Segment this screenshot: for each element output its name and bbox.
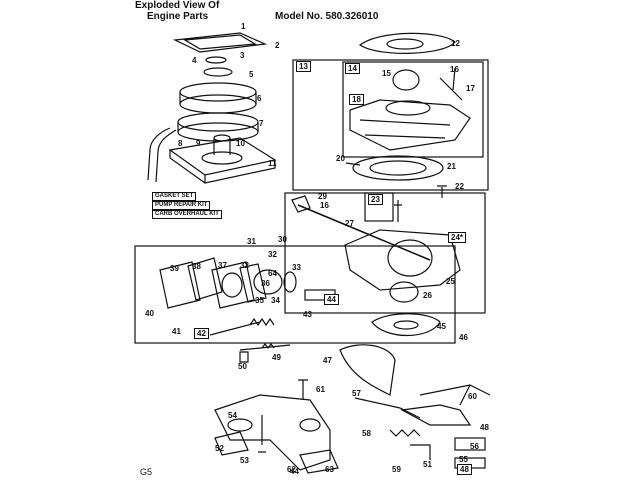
title-line-1: Exploded View Of [135, 0, 220, 11]
callout-44b: 44 [290, 467, 299, 476]
callout-4: 4 [192, 56, 197, 65]
callout-34: 34 [271, 296, 280, 305]
callout-52: 52 [215, 444, 224, 453]
callout-20: 20 [336, 154, 345, 163]
box-carb-lower [284, 192, 486, 314]
callout-53: 53 [240, 456, 249, 465]
callout-16b: 16 [320, 201, 329, 210]
callout-9: 9 [196, 139, 201, 148]
callout-8: 8 [178, 139, 183, 148]
precleaner [177, 112, 259, 132]
callout-10: 10 [236, 139, 245, 148]
model-number: Model No. 580.326010 [275, 11, 379, 22]
callout-24: 24* [448, 232, 467, 243]
callout-22: 22 [455, 182, 464, 191]
callout-23: 23 [368, 194, 383, 205]
callout-59: 59 [392, 465, 401, 474]
callout-51: 51 [423, 460, 432, 469]
air-cleaner-washer [203, 67, 233, 77]
wing-nut [205, 56, 227, 64]
carb-gasket-top [358, 32, 456, 54]
callout-27: 27 [345, 219, 354, 228]
intake-manifold [214, 394, 331, 471]
title-line-2: Engine Parts [147, 11, 209, 22]
callout-6: 6 [257, 94, 262, 103]
carb-overhaul-kit-label: CARB OVERHAUL KIT [152, 210, 222, 219]
gasket-set-label: GASKET SET [152, 192, 197, 201]
box-14 [342, 61, 484, 158]
box-13 [292, 59, 489, 191]
callout-48b: 48 [480, 423, 489, 432]
callout-50: 50 [238, 362, 247, 371]
callout-60: 60 [468, 392, 477, 401]
callout-36: 36 [261, 279, 270, 288]
callout-48: 48 [457, 464, 472, 475]
callout-2: 2 [275, 41, 280, 50]
choke-shield [339, 344, 396, 396]
breather-tube [147, 127, 177, 183]
carburetor-body-upper [349, 99, 471, 151]
callout-14: 14 [345, 63, 360, 74]
page-id: G5 [140, 467, 153, 477]
callout-11: 11 [268, 159, 277, 168]
callout-64: 64 [268, 269, 277, 278]
air-cleaner-cover [172, 32, 268, 53]
callout-1: 1 [241, 22, 246, 31]
callout-30: 30 [278, 235, 287, 244]
callout-12: 12 [451, 39, 460, 48]
filter-element [179, 82, 257, 102]
callout-63: 63 [325, 465, 334, 474]
box-fuel-pump [134, 245, 456, 344]
callout-33: 33 [292, 263, 301, 272]
intake-gasket [352, 155, 444, 181]
callout-38: 38 [192, 262, 201, 271]
callout-57: 57 [352, 389, 361, 398]
callout-55: 55 [459, 455, 468, 464]
choke-plate [392, 69, 420, 91]
callout-46: 46 [459, 333, 468, 342]
callout-56: 56 [470, 442, 479, 451]
callout-35: 35 [255, 296, 264, 305]
callout-7: 7 [259, 119, 264, 128]
air-cleaner-body [168, 137, 277, 184]
callout-18: 18 [349, 94, 364, 105]
callout-43: 43 [303, 310, 312, 319]
throttle-shaft [297, 204, 431, 261]
callout-15: 15 [382, 69, 391, 78]
callout-32b: 32 [268, 250, 277, 259]
callout-47: 47 [323, 356, 332, 365]
callout-17: 17 [466, 84, 475, 93]
callout-3: 3 [240, 51, 245, 60]
callout-39: 39 [170, 264, 179, 273]
callout-21: 21 [447, 162, 456, 171]
callout-49: 49 [272, 353, 281, 362]
callout-29: 29 [318, 192, 327, 201]
callout-61: 61 [316, 385, 325, 394]
callout-5: 5 [249, 70, 254, 79]
callout-32a: 32 [240, 261, 249, 270]
callout-37: 37 [218, 261, 227, 270]
pump-repair-kit-label: PUMP REPAIR KIT [152, 201, 211, 210]
callout-40: 40 [145, 309, 154, 318]
callout-26: 26 [423, 291, 432, 300]
carb-base-gasket [371, 313, 441, 337]
callout-44: 44 [324, 294, 339, 305]
callout-42: 42 [194, 328, 209, 339]
callout-54: 54 [228, 411, 237, 420]
callout-31: 31 [247, 237, 256, 246]
callout-16a: 16 [450, 65, 459, 74]
callout-25: 25 [446, 277, 455, 286]
callout-45: 45 [437, 322, 446, 331]
carburetor-body-lower [344, 229, 461, 291]
callout-58: 58 [362, 429, 371, 438]
callout-13: 13 [296, 61, 311, 72]
callout-62: 62 [287, 465, 296, 474]
callout-41: 41 [172, 327, 181, 336]
